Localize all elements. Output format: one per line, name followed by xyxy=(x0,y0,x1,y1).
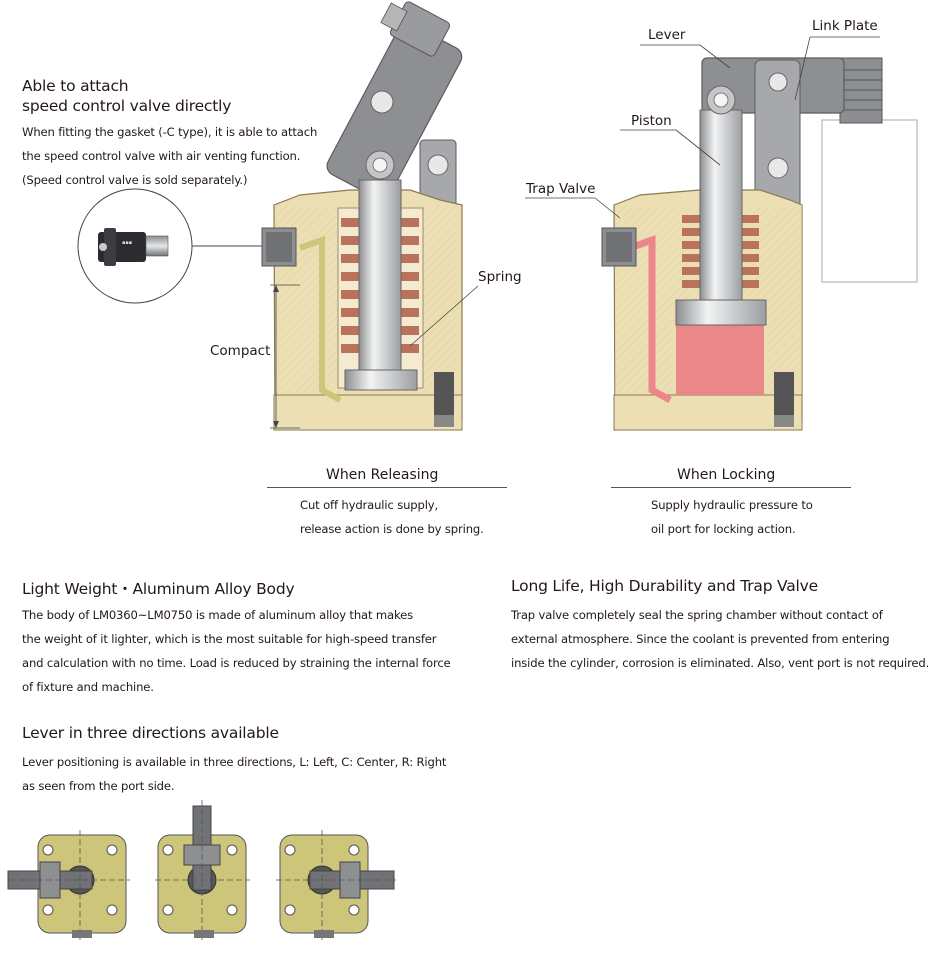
lever-label: Lever xyxy=(648,27,686,43)
lever-left-view xyxy=(7,830,130,940)
lever-direction-views xyxy=(7,800,396,940)
clamp-releasing-drawing xyxy=(261,1,479,431)
releasing-divider xyxy=(267,487,507,488)
text-line: oil port for locking action. xyxy=(651,522,796,536)
lever-center-view xyxy=(155,800,250,940)
text-line: release action is done by spring. xyxy=(300,522,484,536)
speed-control-valve-detail: ▪▪▪ xyxy=(77,188,262,304)
text-line: (Speed control valve is sold separately.… xyxy=(22,173,248,187)
text-line: external atmosphere. Since the coolant i… xyxy=(511,632,890,646)
lever-directions-description: Lever positioning is available in three … xyxy=(22,750,446,798)
lever-right-view xyxy=(276,830,396,940)
locking-description: Supply hydraulic pressure to oil port fo… xyxy=(651,493,813,541)
svg-text:▪▪▪: ▪▪▪ xyxy=(122,240,132,246)
spring-label: Spring xyxy=(478,269,522,285)
text-line: Cut off hydraulic supply, xyxy=(300,498,439,512)
text-line: Lever positioning is available in three … xyxy=(22,755,447,769)
text-line: and calculation with no time. Load is re… xyxy=(22,656,451,670)
speed-valve-description: When fitting the gasket (-C type), it is… xyxy=(22,120,317,192)
piston-label: Piston xyxy=(631,113,672,129)
locking-title: When Locking xyxy=(677,467,776,483)
clamp-locking-drawing xyxy=(525,36,918,431)
light-weight-description: The body of LM0360~LM0750 is made of alu… xyxy=(22,603,451,699)
text-line: as seen from the port side. xyxy=(22,779,175,793)
trap-valve-label: Trap Valve xyxy=(526,181,596,197)
speed-valve-title-2: speed control valve directly xyxy=(22,97,232,115)
text-line: of fixture and machine. xyxy=(22,680,154,694)
releasing-description: Cut off hydraulic supply, release action… xyxy=(300,493,484,541)
text-line: inside the cylinder, corrosion is elimin… xyxy=(511,656,930,670)
text-line: When fitting the gasket (-C type), it is… xyxy=(22,125,318,139)
speed-valve-title-1: Able to attach xyxy=(22,77,129,95)
locking-divider xyxy=(611,487,851,488)
long-life-description: Trap valve completely seal the spring ch… xyxy=(511,603,929,675)
releasing-title: When Releasing xyxy=(326,467,439,483)
compact-label: Compact xyxy=(210,343,271,359)
link-plate-label: Link Plate xyxy=(812,18,878,34)
long-life-title: Long Life, High Durability and Trap Valv… xyxy=(511,577,818,595)
lever-directions-title: Lever in three directions available xyxy=(22,724,279,742)
text-line: The body of LM0360~LM0750 is made of alu… xyxy=(22,608,414,622)
text-line: Supply hydraulic pressure to xyxy=(651,498,813,512)
text-line: Trap valve completely seal the spring ch… xyxy=(511,608,883,622)
light-weight-title: Light Weight・Aluminum Alloy Body xyxy=(22,580,295,598)
text-line: the speed control valve with air venting… xyxy=(22,149,301,163)
text-line: the weight of it lighter, which is the m… xyxy=(22,632,437,646)
